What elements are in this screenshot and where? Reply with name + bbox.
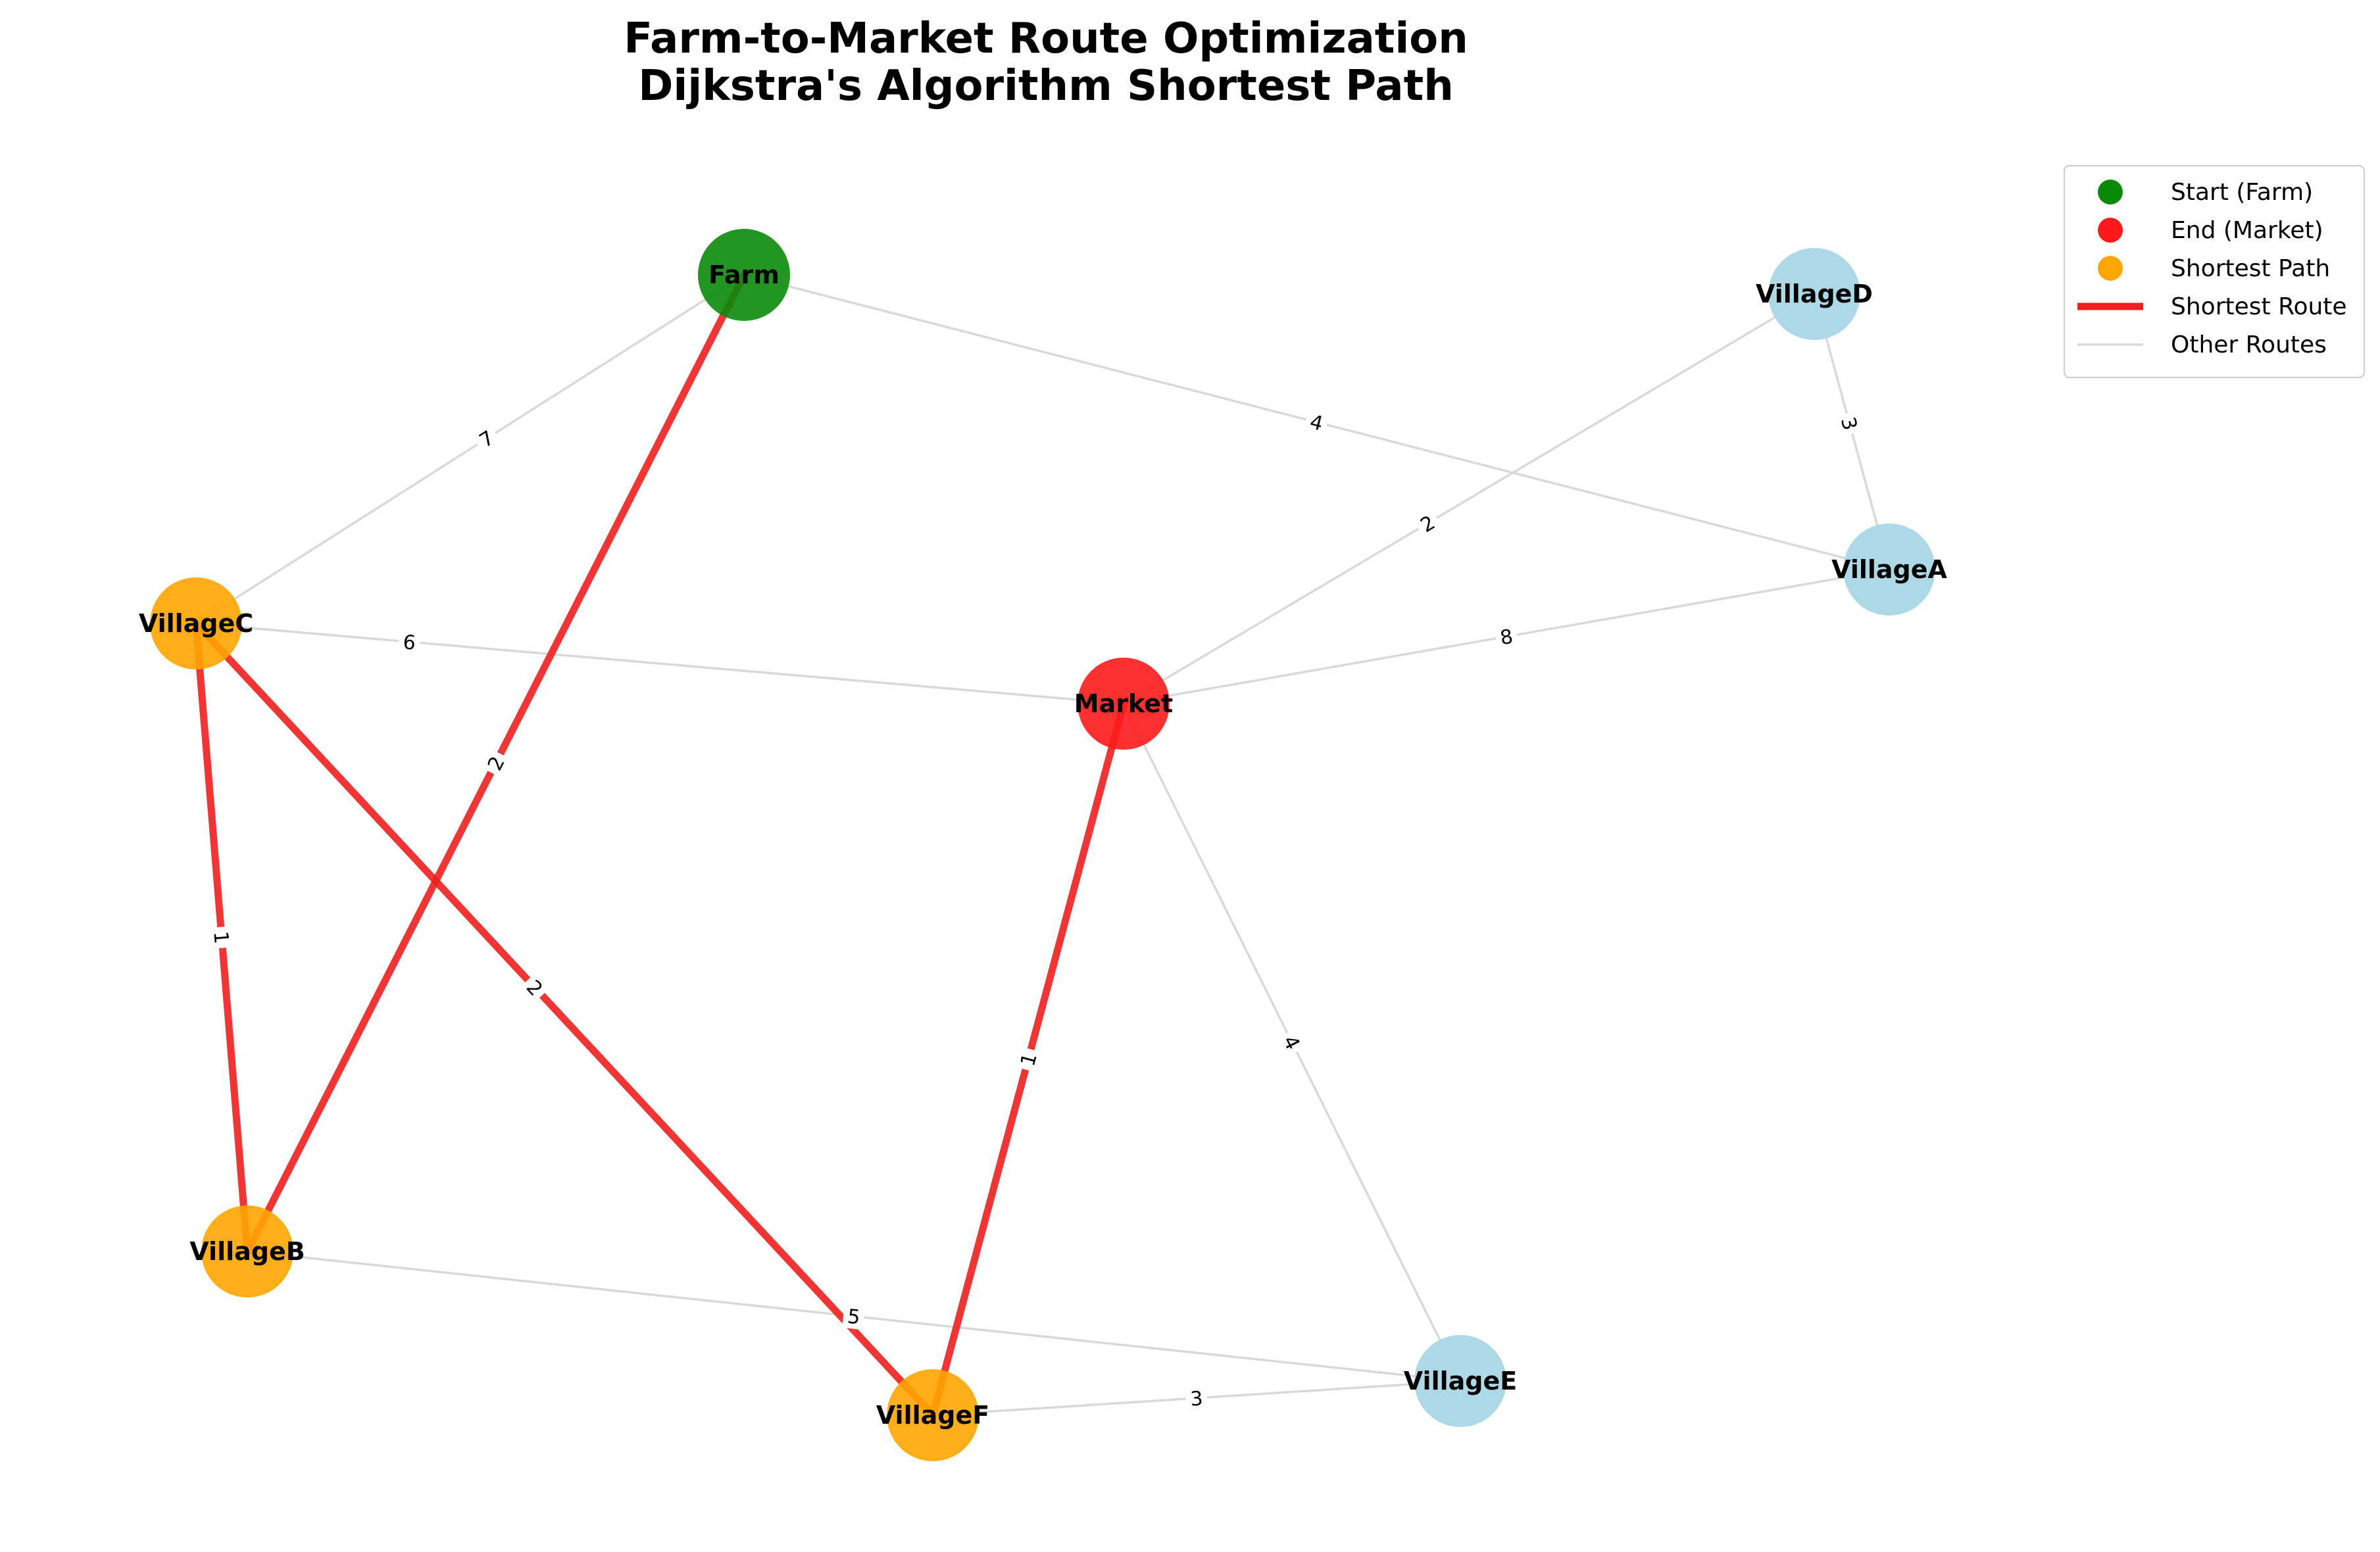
edge-weight-text: 5 bbox=[846, 1305, 861, 1330]
edge-weight-label: 4 bbox=[1276, 1027, 1308, 1057]
node-villagea-label: VillageA bbox=[1831, 555, 1947, 584]
edge-weight-label: 6 bbox=[397, 628, 421, 656]
legend-item-other-routes: Other Routes bbox=[2077, 331, 2327, 358]
node-villaged-label: VillageD bbox=[1756, 279, 1873, 308]
route-edge-villagec-market bbox=[195, 622, 1125, 705]
edge-weight-label: 3 bbox=[1185, 1385, 1208, 1411]
edge-weight-label: 7 bbox=[470, 422, 503, 455]
edge-weight-text: 6 bbox=[402, 631, 416, 655]
node-villagea-circle bbox=[1843, 523, 1935, 616]
edge-weight-label-bg bbox=[1013, 1046, 1043, 1073]
node-villagee-circle bbox=[1414, 1335, 1506, 1427]
edge-weight-text: 1 bbox=[209, 931, 232, 945]
edge-weight-label: 3 bbox=[1835, 410, 1865, 437]
edge-weight-label-bg bbox=[1276, 1027, 1308, 1057]
legend-label: Shortest Path bbox=[2171, 255, 2330, 282]
edge-weight-label: 5 bbox=[842, 1302, 866, 1330]
node-villageb: VillageB bbox=[189, 1205, 305, 1297]
legend-label: Other Routes bbox=[2171, 331, 2327, 358]
node-villageb-label: VillageB bbox=[189, 1237, 305, 1266]
route-edge-farm-villagec bbox=[195, 274, 745, 625]
edge-weight-label: 1 bbox=[208, 926, 236, 949]
edge-weight-label: 2 bbox=[480, 748, 512, 779]
edge-weight-label: 4 bbox=[1303, 407, 1330, 437]
node-villagec-label: VillageC bbox=[139, 609, 253, 638]
legend-label: End (Market) bbox=[2171, 217, 2323, 244]
legend-marker bbox=[2098, 218, 2123, 243]
node-villagec-circle bbox=[150, 577, 242, 669]
edge-weight-label-bg bbox=[397, 628, 421, 656]
node-villagef-circle bbox=[887, 1369, 979, 1461]
edge-weight-label: 1 bbox=[1013, 1046, 1043, 1073]
node-villaged-circle bbox=[1768, 248, 1860, 340]
edge-weight-label: 8 bbox=[1493, 622, 1520, 651]
edge-weight-label-bg bbox=[208, 926, 236, 949]
node-market-circle bbox=[1078, 658, 1170, 750]
node-villagef: VillageF bbox=[876, 1369, 989, 1461]
legend-item-end-market: End (Market) bbox=[2098, 217, 2323, 244]
edge-weight-label-bg bbox=[1303, 407, 1330, 437]
edge-weight-label-bg bbox=[1412, 507, 1443, 540]
legend-item-shortest-path: Shortest Path bbox=[2098, 255, 2330, 282]
legend-label: Start (Farm) bbox=[2171, 179, 2313, 206]
legend-item-start-farm: Start (Farm) bbox=[2098, 179, 2313, 206]
node-villagec: VillageC bbox=[139, 577, 253, 669]
edge-weight-label-bg bbox=[1185, 1385, 1208, 1411]
figure-title-line-1: Farm-to-Market Route Optimization bbox=[624, 14, 1468, 63]
figure-title-line-2: Dijkstra's Algorithm Shortest Path bbox=[638, 62, 1454, 110]
legend-frame bbox=[2064, 165, 2365, 378]
route-edge-market-villaged bbox=[1122, 293, 1816, 705]
node-market: Market bbox=[1074, 658, 1173, 750]
node-market-label: Market bbox=[1074, 689, 1173, 718]
edge-weight-label-bg bbox=[480, 748, 512, 779]
node-farm-circle bbox=[698, 229, 790, 321]
shortest-route-layer bbox=[192, 271, 1128, 1419]
edge-weight-label-bg bbox=[1493, 622, 1520, 651]
node-villageb-circle bbox=[201, 1205, 293, 1297]
edge-weight-label-bg bbox=[518, 971, 552, 1004]
legend-label: Shortest Route bbox=[2171, 293, 2347, 320]
edge-weight-label-bg bbox=[1835, 410, 1865, 437]
node-farm-label: Farm bbox=[708, 260, 780, 289]
legend: Start (Farm) End (Market) Shortest PathSho… bbox=[2064, 165, 2365, 378]
node-farm: Farm bbox=[698, 229, 790, 321]
edge-weight-text: 3 bbox=[1189, 1387, 1203, 1411]
shortest-route-edge-villagec-villagef bbox=[192, 619, 937, 1419]
legend-marker bbox=[2098, 180, 2123, 205]
node-villagee: VillageE bbox=[1404, 1335, 1517, 1427]
node-villagef-label: VillageF bbox=[876, 1401, 989, 1430]
node-villagea: VillageA bbox=[1831, 523, 1948, 616]
legend-item-shortest-route: Shortest Route bbox=[2077, 293, 2347, 320]
legend-marker bbox=[2098, 256, 2123, 281]
edge-weight-label: 2 bbox=[1412, 507, 1443, 540]
edge-weight-label-bg bbox=[842, 1302, 866, 1330]
node-villagee-label: VillageE bbox=[1404, 1367, 1517, 1395]
edge-weight-label-bg bbox=[470, 422, 503, 455]
node-villaged: VillageD bbox=[1756, 248, 1873, 340]
